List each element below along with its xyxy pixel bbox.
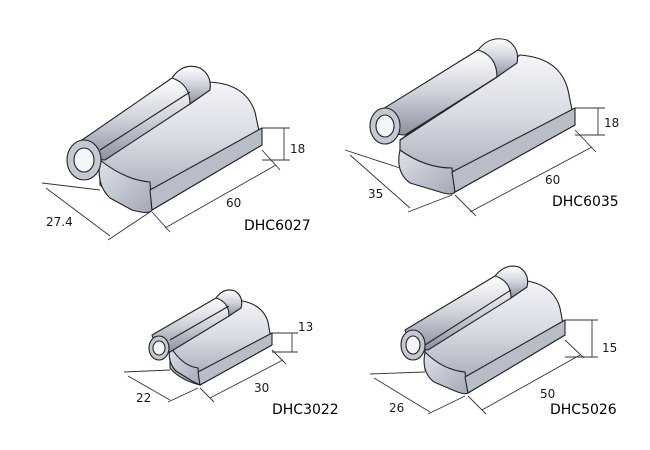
height-dimension-label: 13 bbox=[298, 320, 313, 334]
hinge-dhc6027: 18 60 27.4 DHC6027 bbox=[41, 65, 311, 241]
hinge-dhc6035: 18 60 35 DHC6035 bbox=[344, 38, 619, 217]
model-label: DHC3022 bbox=[272, 402, 339, 418]
dimension-lines bbox=[369, 319, 598, 415]
width-dimension-label: 22 bbox=[136, 391, 151, 405]
height-dimension-label: 15 bbox=[602, 341, 617, 355]
length-dimension-label: 30 bbox=[254, 381, 269, 395]
hinge-drawing bbox=[400, 265, 566, 395]
length-dimension-label: 50 bbox=[540, 387, 555, 401]
height-dimension-label: 18 bbox=[290, 142, 305, 156]
width-dimension-label: 26 bbox=[389, 401, 404, 415]
height-dimension-label: 18 bbox=[604, 116, 619, 130]
hinge-dhc5026: 15 50 26 DHC5026 bbox=[369, 265, 617, 418]
model-label: DHC6027 bbox=[244, 218, 311, 234]
hinge-drawing bbox=[369, 38, 576, 195]
hinge-drawing bbox=[148, 289, 273, 386]
dimension-lines bbox=[344, 107, 605, 217]
model-label: DHC5026 bbox=[550, 402, 617, 418]
hinge-dhc3022: 13 30 22 DHC3022 bbox=[123, 289, 339, 418]
dimension-lines bbox=[41, 127, 290, 241]
hinge-drawing bbox=[66, 65, 263, 214]
width-dimension-label: 27.4 bbox=[46, 215, 73, 229]
length-dimension-label: 60 bbox=[545, 173, 560, 187]
width-dimension-label: 35 bbox=[368, 187, 383, 201]
model-label: DHC6035 bbox=[552, 194, 619, 210]
dimension-lines bbox=[123, 332, 298, 403]
length-dimension-label: 60 bbox=[226, 196, 241, 210]
